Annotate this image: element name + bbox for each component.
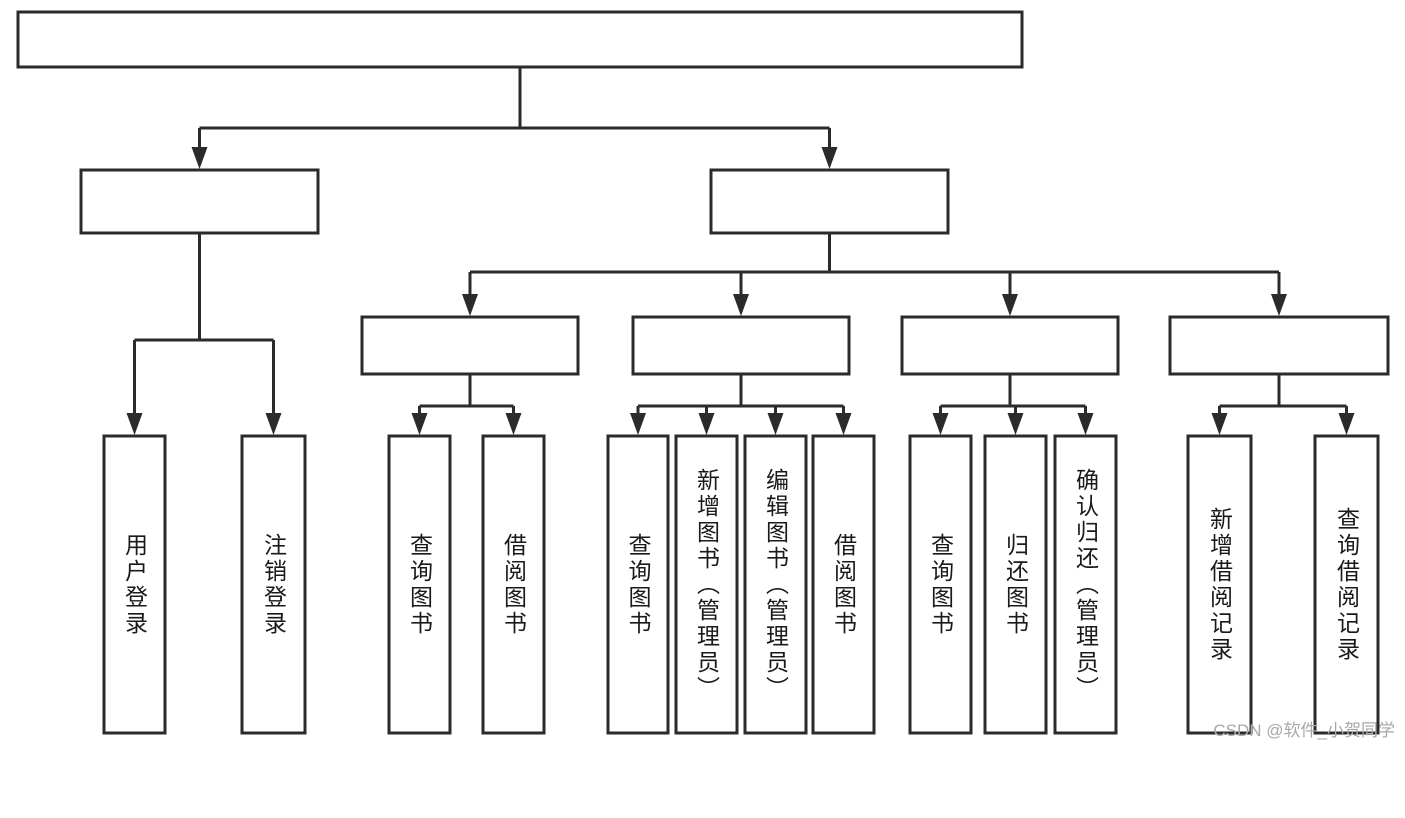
arrow-head-icon [1211, 413, 1228, 435]
arrow-head-icon [698, 413, 715, 435]
arrow-head-icon [126, 413, 143, 435]
leaf-node-9[interactable] [983, 434, 1048, 735]
level3-node-0[interactable] [360, 315, 580, 376]
arrow-head-icon [835, 413, 852, 435]
leaf-node-10[interactable] [1053, 434, 1118, 735]
arrow-head-icon [630, 413, 646, 435]
leaf-node-0[interactable] [102, 434, 167, 735]
arrow-head-icon [1002, 294, 1018, 316]
leaf-node-11[interactable] [1186, 434, 1253, 735]
node-boxes [16, 10, 1390, 735]
csdn-watermark: CSDN @软件_小贺同学 [1213, 721, 1395, 740]
leaf-node-4[interactable] [606, 434, 670, 735]
arrow-head-icon [462, 294, 478, 316]
arrow-head-icon [767, 413, 784, 435]
arrow-head-icon [1271, 294, 1287, 316]
leaf-node-1[interactable] [240, 434, 307, 735]
level3-node-3[interactable] [1168, 315, 1390, 376]
arrow-head-icon [505, 413, 522, 435]
leaf-node-2[interactable] [387, 434, 452, 735]
level3-node-2[interactable] [900, 315, 1120, 376]
system-function-tree-diagram: 用户登录注销登录查询图书借阅图书查询图书新增图书（管理员）编辑图书（管理员）借阅… [16, 10, 1395, 740]
leaf-node-12[interactable] [1313, 434, 1380, 735]
arrow-head-icon [733, 294, 749, 316]
leaf-node-5[interactable] [674, 434, 739, 735]
arrow-head-icon [821, 147, 838, 169]
root-node-book-management-system[interactable] [16, 10, 1024, 69]
tree-svg-canvas [16, 10, 1390, 735]
leaf-node-6[interactable] [743, 434, 808, 735]
arrow-head-icon [1007, 413, 1024, 435]
arrow-head-icon [932, 413, 949, 435]
leaf-node-8[interactable] [908, 434, 973, 735]
arrow-head-icon [411, 413, 428, 435]
arrow-head-icon [265, 413, 282, 435]
level2-node-0[interactable] [79, 168, 320, 235]
arrow-head-icon [1077, 413, 1094, 435]
level2-node-1[interactable] [709, 168, 950, 235]
leaf-node-3[interactable] [481, 434, 546, 735]
arrow-head-icon [191, 147, 208, 169]
arrow-head-icon [1338, 413, 1355, 435]
level3-node-1[interactable] [631, 315, 851, 376]
leaf-node-7[interactable] [811, 434, 876, 735]
connector-lines [126, 67, 1355, 435]
